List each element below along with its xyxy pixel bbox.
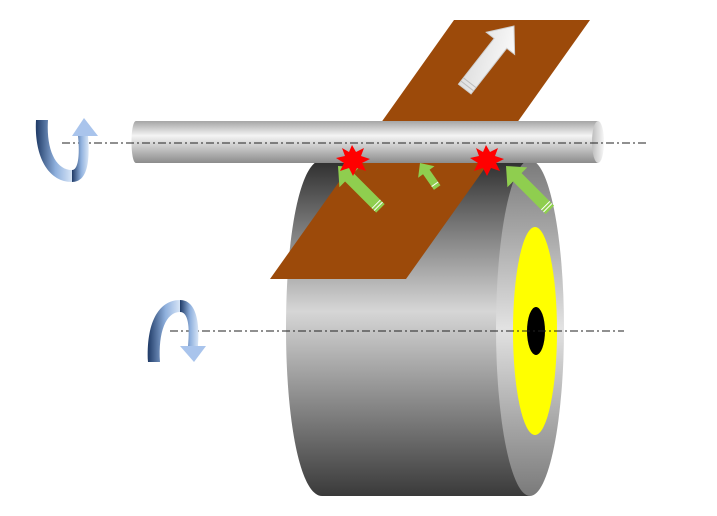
force-arrow-icon [338,166,385,213]
force-arrow-icon [506,166,555,215]
shaft-end [592,121,604,163]
shaft-rotation-arrow-icon [35,118,98,182]
contact-spark-icon [470,145,504,176]
force-arrows [338,163,555,215]
drum-rotation-arrow-icon [147,300,206,362]
drum-bore [527,307,545,355]
force-arrow-icon [418,163,441,190]
shaft-body [131,121,598,163]
shaft [131,121,604,163]
contact-spark-icon [336,145,370,176]
strip-motion-arrow-icon [457,25,516,95]
